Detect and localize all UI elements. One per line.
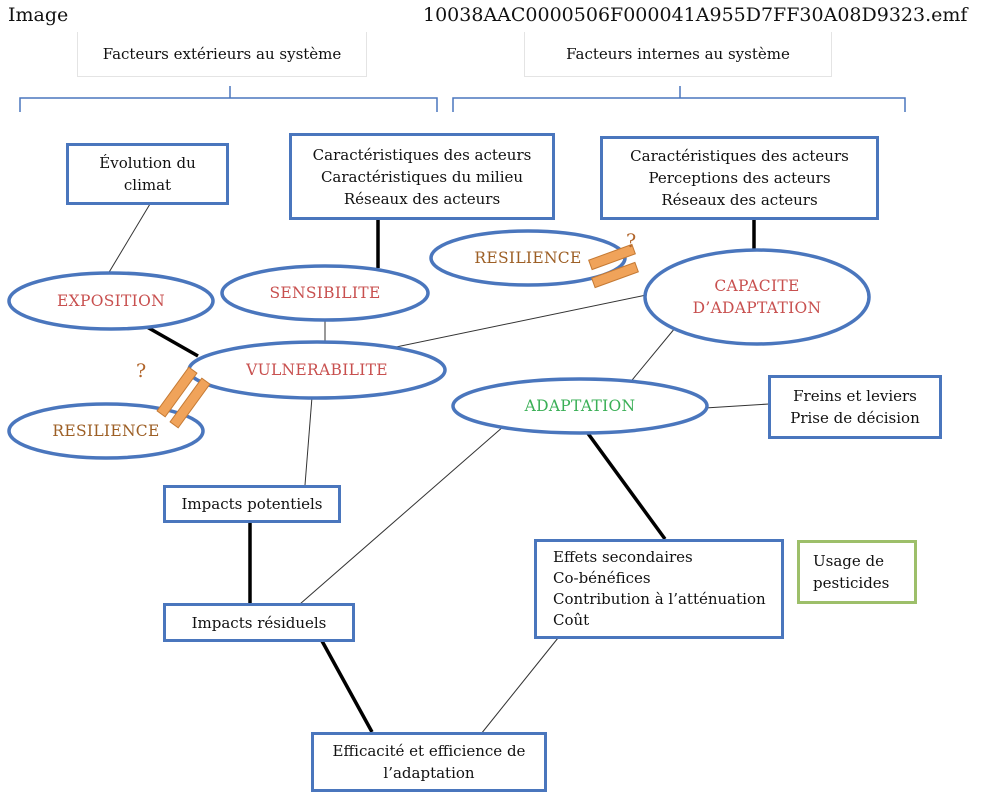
question-mark-top: ?: [626, 230, 637, 252]
sensibilite-label: SENSIBILITE: [269, 284, 381, 302]
impacts-residuels-box: Impacts résiduels: [163, 603, 355, 642]
impacts-potentiels-label: Impacts potentiels: [181, 495, 323, 513]
adaptation-label: ADAPTATION: [524, 397, 636, 415]
efficacite-line-2: l’adaptation: [383, 764, 475, 782]
climate-line-2: climat: [123, 176, 172, 194]
sensibilite-ellipse: [220, 264, 430, 322]
exposition-ellipse: [7, 271, 215, 331]
pesticides-line-2: pesticides: [813, 574, 890, 592]
file-name: 10038AAC0000506F000041A955D7FF30A08D9323…: [423, 4, 968, 26]
climate-line-1: Évolution du: [99, 154, 196, 172]
freins-line-2: Prise de décision: [790, 409, 920, 427]
resilience-left-label: RESILIENCE: [52, 422, 160, 440]
not-equal-marker-top: [588, 243, 639, 289]
external-bracket: [19, 86, 438, 112]
capacite-label: CAPACITE D’ADAPTATION: [645, 250, 869, 344]
vulnerabilite-label: VULNERABILITE: [246, 361, 388, 379]
capacite-line-2: D’ADAPTATION: [692, 299, 822, 317]
freins-line-1: Freins et leviers: [793, 387, 917, 405]
capacite-ellipse: [643, 248, 871, 346]
impacts-residuels-label: Impacts résiduels: [191, 613, 327, 632]
external-factors-label: Facteurs extérieurs au système: [77, 32, 367, 77]
image-label: Image: [8, 4, 69, 26]
ext-factor-2: Caractéristiques du milieu: [320, 167, 524, 186]
effets-line-1: Effets secondaires: [553, 548, 693, 566]
not-equal-marker-left: [156, 366, 211, 429]
effets-line-2: Co-bénéfices: [553, 569, 651, 587]
int-factor-2: Perceptions des acteurs: [648, 169, 831, 187]
climate-box: Évolution du climat: [66, 143, 229, 205]
question-mark-left: ?: [136, 360, 147, 382]
adaptation-ellipse: [451, 377, 709, 435]
ext-factor-1: Caractéristiques des acteurs: [312, 145, 532, 164]
resilience-left-ellipse: [7, 402, 205, 460]
effets-line-4: Coût: [553, 611, 590, 629]
effets-box: Effets secondaires Co-bénéfices Contribu…: [534, 539, 784, 639]
impacts-potentiels-box: Impacts potentiels: [163, 485, 341, 523]
freins-box: Freins et leviers Prise de décision: [768, 375, 942, 439]
thick-connectors: [146, 220, 756, 733]
internal-bracket: [452, 86, 906, 112]
capacite-line-1: CAPACITE: [714, 277, 800, 295]
int-factor-1: Caractéristiques des acteurs: [630, 147, 849, 165]
exposition-label: EXPOSITION: [57, 292, 165, 310]
external-factors-box: Caractéristiques des acteurs Caractérist…: [289, 133, 555, 220]
ext-factor-3: Réseaux des acteurs: [343, 189, 501, 208]
thin-connectors: [101, 203, 770, 735]
pesticides-line-1: Usage de: [813, 552, 885, 570]
efficacite-line-1: Efficacité et efficience de: [332, 742, 526, 760]
internal-factors-box: Caractéristiques des acteurs Perceptions…: [600, 136, 879, 220]
resilience-top-label: RESILIENCE: [474, 249, 582, 267]
int-factor-3: Réseaux des acteurs: [661, 191, 818, 209]
effets-line-3: Contribution à l’atténuation: [553, 590, 766, 608]
internal-factors-label: Facteurs internes au système: [524, 32, 832, 77]
efficacite-box: Efficacité et efficience de l’adaptation: [311, 732, 547, 792]
pesticides-box: Usage de pesticides: [797, 540, 917, 604]
